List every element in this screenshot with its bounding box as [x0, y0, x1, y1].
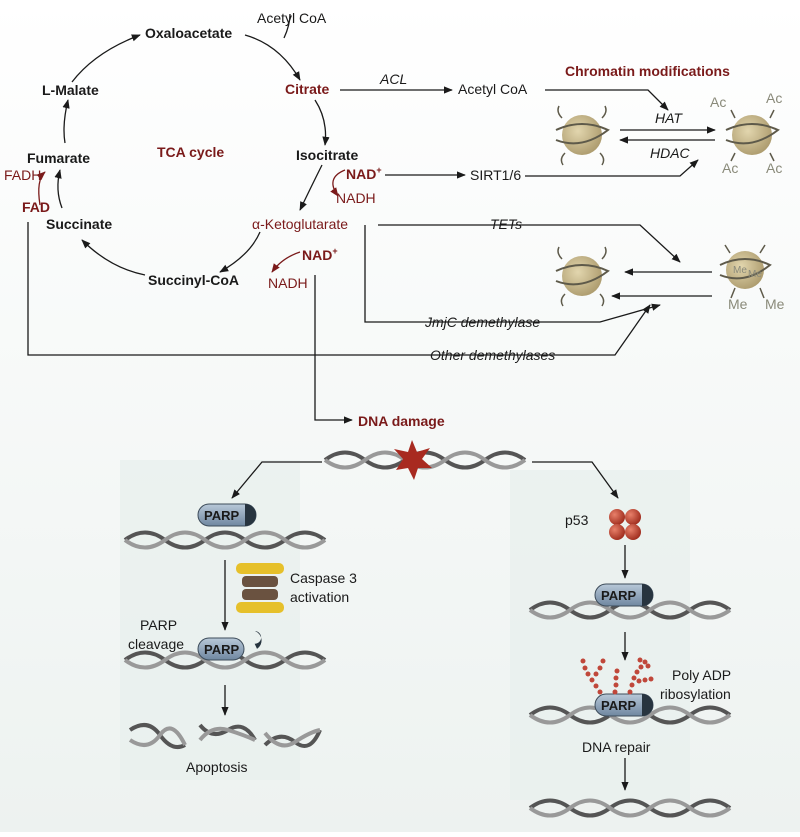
acl-label: ACL [379, 71, 407, 87]
other-demethylases-label: Other demethylases [430, 347, 555, 363]
succinate-label: Succinate [46, 216, 112, 232]
arrow-isocitrate-akg [299, 164, 323, 211]
arrow-akg-succinylcoa [219, 231, 261, 273]
chromatin-section: Chromatin modifications ACL Acetyl CoA H… [27, 63, 785, 363]
parp-dna-left: PARP [123, 503, 327, 550]
arrow-succinylcoa-succinate [81, 239, 146, 276]
isocitrate-label: Isocitrate [296, 147, 358, 163]
nucleosome-acetylated: Ac Ac Ac Ac [710, 90, 782, 176]
tca-cycle: Oxaloacetate Acetyl CoA Citrate Isocitra… [4, 10, 382, 291]
nucleosome-methylated: Me Me Me Me [719, 244, 785, 312]
arrow-to-p53 [532, 461, 619, 499]
ac-label-1: Ac [710, 94, 726, 110]
ac-label-4: Ac [766, 160, 782, 176]
me-label-1: Me [728, 296, 748, 312]
fad-label: FAD [22, 199, 50, 215]
arrow-nad-dnadamage [314, 275, 353, 424]
sirt-label: SIRT1/6 [470, 167, 521, 183]
chromatin-title: Chromatin modifications [565, 63, 730, 79]
tets-label: TETs [490, 216, 522, 232]
arrow-jmjc [364, 225, 661, 323]
arrow-other-demethylases [27, 222, 651, 356]
activation-label: activation [290, 589, 349, 605]
akg-label: α-Ketoglutarate [252, 216, 348, 232]
poly-adp-chains-icon [580, 657, 654, 695]
ac-label-2: Ac [766, 90, 782, 106]
caspase-3-icon [236, 563, 284, 613]
cleavage-label: cleavage [128, 636, 184, 652]
arrow-sirt-hdac [525, 159, 699, 177]
parp-cleavage-parp-label: PARP [140, 617, 177, 633]
parp-label-ribosylated: PARP [601, 698, 636, 713]
acetylcoa-out-label: Acetyl CoA [458, 81, 528, 97]
cleaved-parp-dna: PARP [123, 631, 327, 670]
dna-repair-label: DNA repair [582, 739, 651, 755]
arrow-acetylcoa-in [283, 13, 291, 39]
lmalate-label: L-Malate [42, 82, 99, 98]
arrow-nad-nadh-1 [330, 169, 346, 197]
arrow-acetylcoa-hat [545, 89, 669, 111]
oxaloacetate-label: Oxaloacetate [145, 25, 232, 41]
nadh2-label: NADH [268, 275, 308, 291]
arrow-succinate-fumarate [54, 169, 63, 209]
poly-adp-ribosylated-parp: PARP [528, 657, 732, 725]
ribosylation-label: ribosylation [660, 686, 731, 702]
poly-adp-label: Poly ADP [672, 667, 731, 683]
arrow-oxaloacetate-citrate [244, 34, 301, 81]
me-label-2: Me [765, 296, 785, 312]
p53-label: p53 [565, 512, 589, 528]
parp-label-cleaved: PARP [204, 642, 239, 657]
apoptosis-label: Apoptosis [186, 759, 247, 775]
parp-label-right: PARP [601, 588, 636, 603]
succinylcoa-label: Succinyl-CoA [148, 272, 239, 288]
damage-burst-icon [394, 440, 432, 480]
citrate-label: Citrate [285, 81, 330, 97]
dna-damage-label: DNA damage [358, 413, 445, 429]
dna-damage-section: DNA damage PARP Caspase 3 activation PAR… [123, 275, 732, 818]
nad1-label: NAD+ [346, 165, 382, 182]
nucleosome-unmodified-bottom [555, 246, 610, 307]
arrow-fumarate-malate [62, 99, 70, 144]
repair-panel [510, 470, 690, 800]
jmjc-label: JmjC demethylase [424, 314, 540, 330]
nucleosome-unmodified-top [555, 105, 610, 166]
p53-tetramer-icon [609, 509, 641, 540]
arrow-fad-fadh [36, 171, 46, 206]
fumarate-label: Fumarate [27, 150, 90, 166]
arrow-akg-tets [378, 224, 681, 263]
acetylcoa-in-label: Acetyl CoA [257, 10, 327, 26]
fragmented-dna [128, 723, 322, 749]
hat-label: HAT [655, 110, 683, 126]
arrow-to-parp-left [231, 461, 322, 499]
nad2-label: NAD+ [302, 246, 338, 263]
ac-label-3: Ac [722, 160, 738, 176]
caspase-label: Caspase 3 [290, 570, 357, 586]
parp-dna-right: PARP [528, 583, 732, 620]
arrow-nad-nadh-2 [271, 251, 301, 273]
arrow-malate-oxaloacetate [71, 34, 141, 83]
hdac-label: HDAC [650, 145, 691, 161]
tca-cycle-title: TCA cycle [157, 144, 224, 160]
nadh1-label: NADH [336, 190, 376, 206]
me-label-inner-1: Me [733, 265, 747, 276]
repaired-dna-helix [528, 798, 732, 818]
me-label-inner-2: Me [748, 269, 762, 280]
arrow-citrate-isocitrate [314, 99, 330, 146]
fadh-label: FADH [4, 167, 41, 183]
parp-label-left: PARP [204, 508, 239, 523]
